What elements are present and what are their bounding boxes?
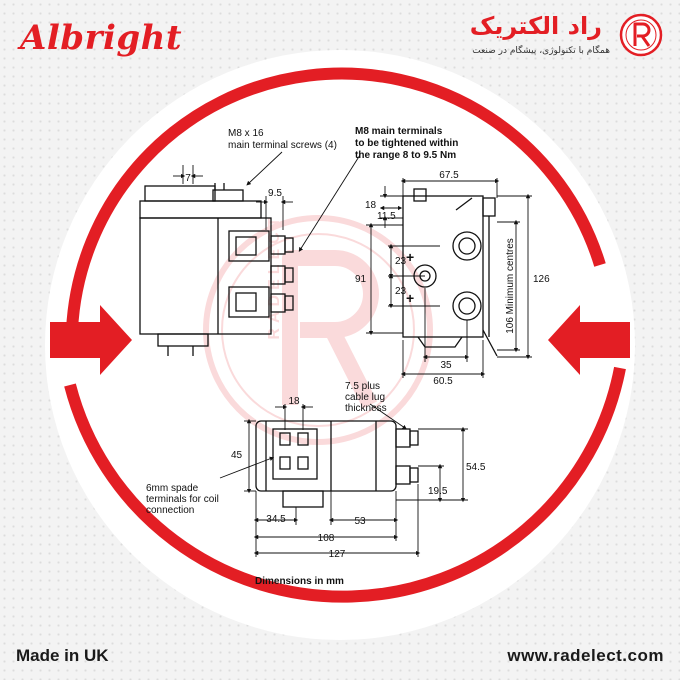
svg-text:+: +	[406, 290, 414, 306]
svg-text:+: +	[406, 249, 414, 265]
dim-35: 35	[440, 360, 452, 371]
dim-34-5: 34.5	[266, 514, 286, 525]
cable-lug-note-line-2: cable lug	[345, 392, 385, 403]
dim-19-5: 19.5	[428, 486, 448, 497]
dim-91: 91	[355, 274, 367, 285]
front-view-dim-lines	[366, 178, 532, 378]
dim-9-5: 9.5	[268, 188, 282, 199]
spade-note-line-3: connection	[146, 505, 194, 516]
top-view-dim-lines	[219, 403, 468, 557]
watermark-text: RADELECT	[266, 212, 283, 339]
units-note: Dimensions in mm	[255, 576, 344, 587]
screws-note-line-1: M8 x 16	[228, 128, 264, 139]
terminals-note-line-3: the range 8 to 9.5 Nm	[355, 150, 456, 161]
cable-lug-note-line-3: thickness	[345, 403, 387, 414]
company-badge-icon	[619, 13, 663, 57]
terminals-note-line-1: M8 main terminals	[355, 126, 443, 137]
annotation-labels: M8 x 16 main terminal screws (4) M8 main…	[146, 126, 458, 587]
right-arrow-icon	[50, 305, 132, 375]
company-name: راد الکتریک	[469, 12, 602, 40]
cable-lug-note-line-1: 7.5 plus	[345, 381, 380, 392]
dim-60-5: 60.5	[433, 376, 453, 387]
website-link[interactable]: www.radelect.com	[507, 646, 664, 665]
dim-18-top: 18	[288, 396, 300, 407]
spade-note-line-1: 6mm spade	[146, 483, 199, 494]
origin-label: Made in UK	[16, 646, 109, 665]
left-arrow-icon	[548, 305, 630, 375]
dim-126: 126	[533, 274, 550, 285]
albright-logo: Albright	[20, 18, 183, 58]
dimension-values: 7 9.5 67.5 18 11.5 23 23 91 126 106 Mini…	[185, 170, 550, 560]
dim-23-upper: 23	[395, 256, 407, 267]
side-view-drawing	[139, 183, 294, 356]
top-view-drawing	[255, 420, 419, 508]
dim-53: 53	[354, 516, 366, 527]
dim-11-5: 11.5	[377, 211, 396, 222]
dim-7: 7	[185, 173, 191, 184]
company-tagline: همگام با تکنولوژی، پیشگام در صنعت	[472, 46, 610, 56]
spade-note-line-2: terminals for coil	[146, 494, 219, 505]
dim-67-5: 67.5	[439, 170, 459, 181]
dim-18-front: 18	[365, 200, 377, 211]
dim-106-min-centres: 106 Minimum centres	[505, 238, 516, 334]
dim-45: 45	[231, 450, 243, 461]
side-view-dim-lines	[173, 151, 361, 252]
dim-54-5: 54.5	[466, 462, 486, 473]
terminals-note-line-2: to be tightened within	[355, 138, 458, 149]
dim-108: 108	[318, 533, 335, 544]
screws-note-line-2: main terminal screws (4)	[228, 140, 337, 151]
dim-23-lower: 23	[395, 286, 407, 297]
dim-127: 127	[329, 549, 346, 560]
